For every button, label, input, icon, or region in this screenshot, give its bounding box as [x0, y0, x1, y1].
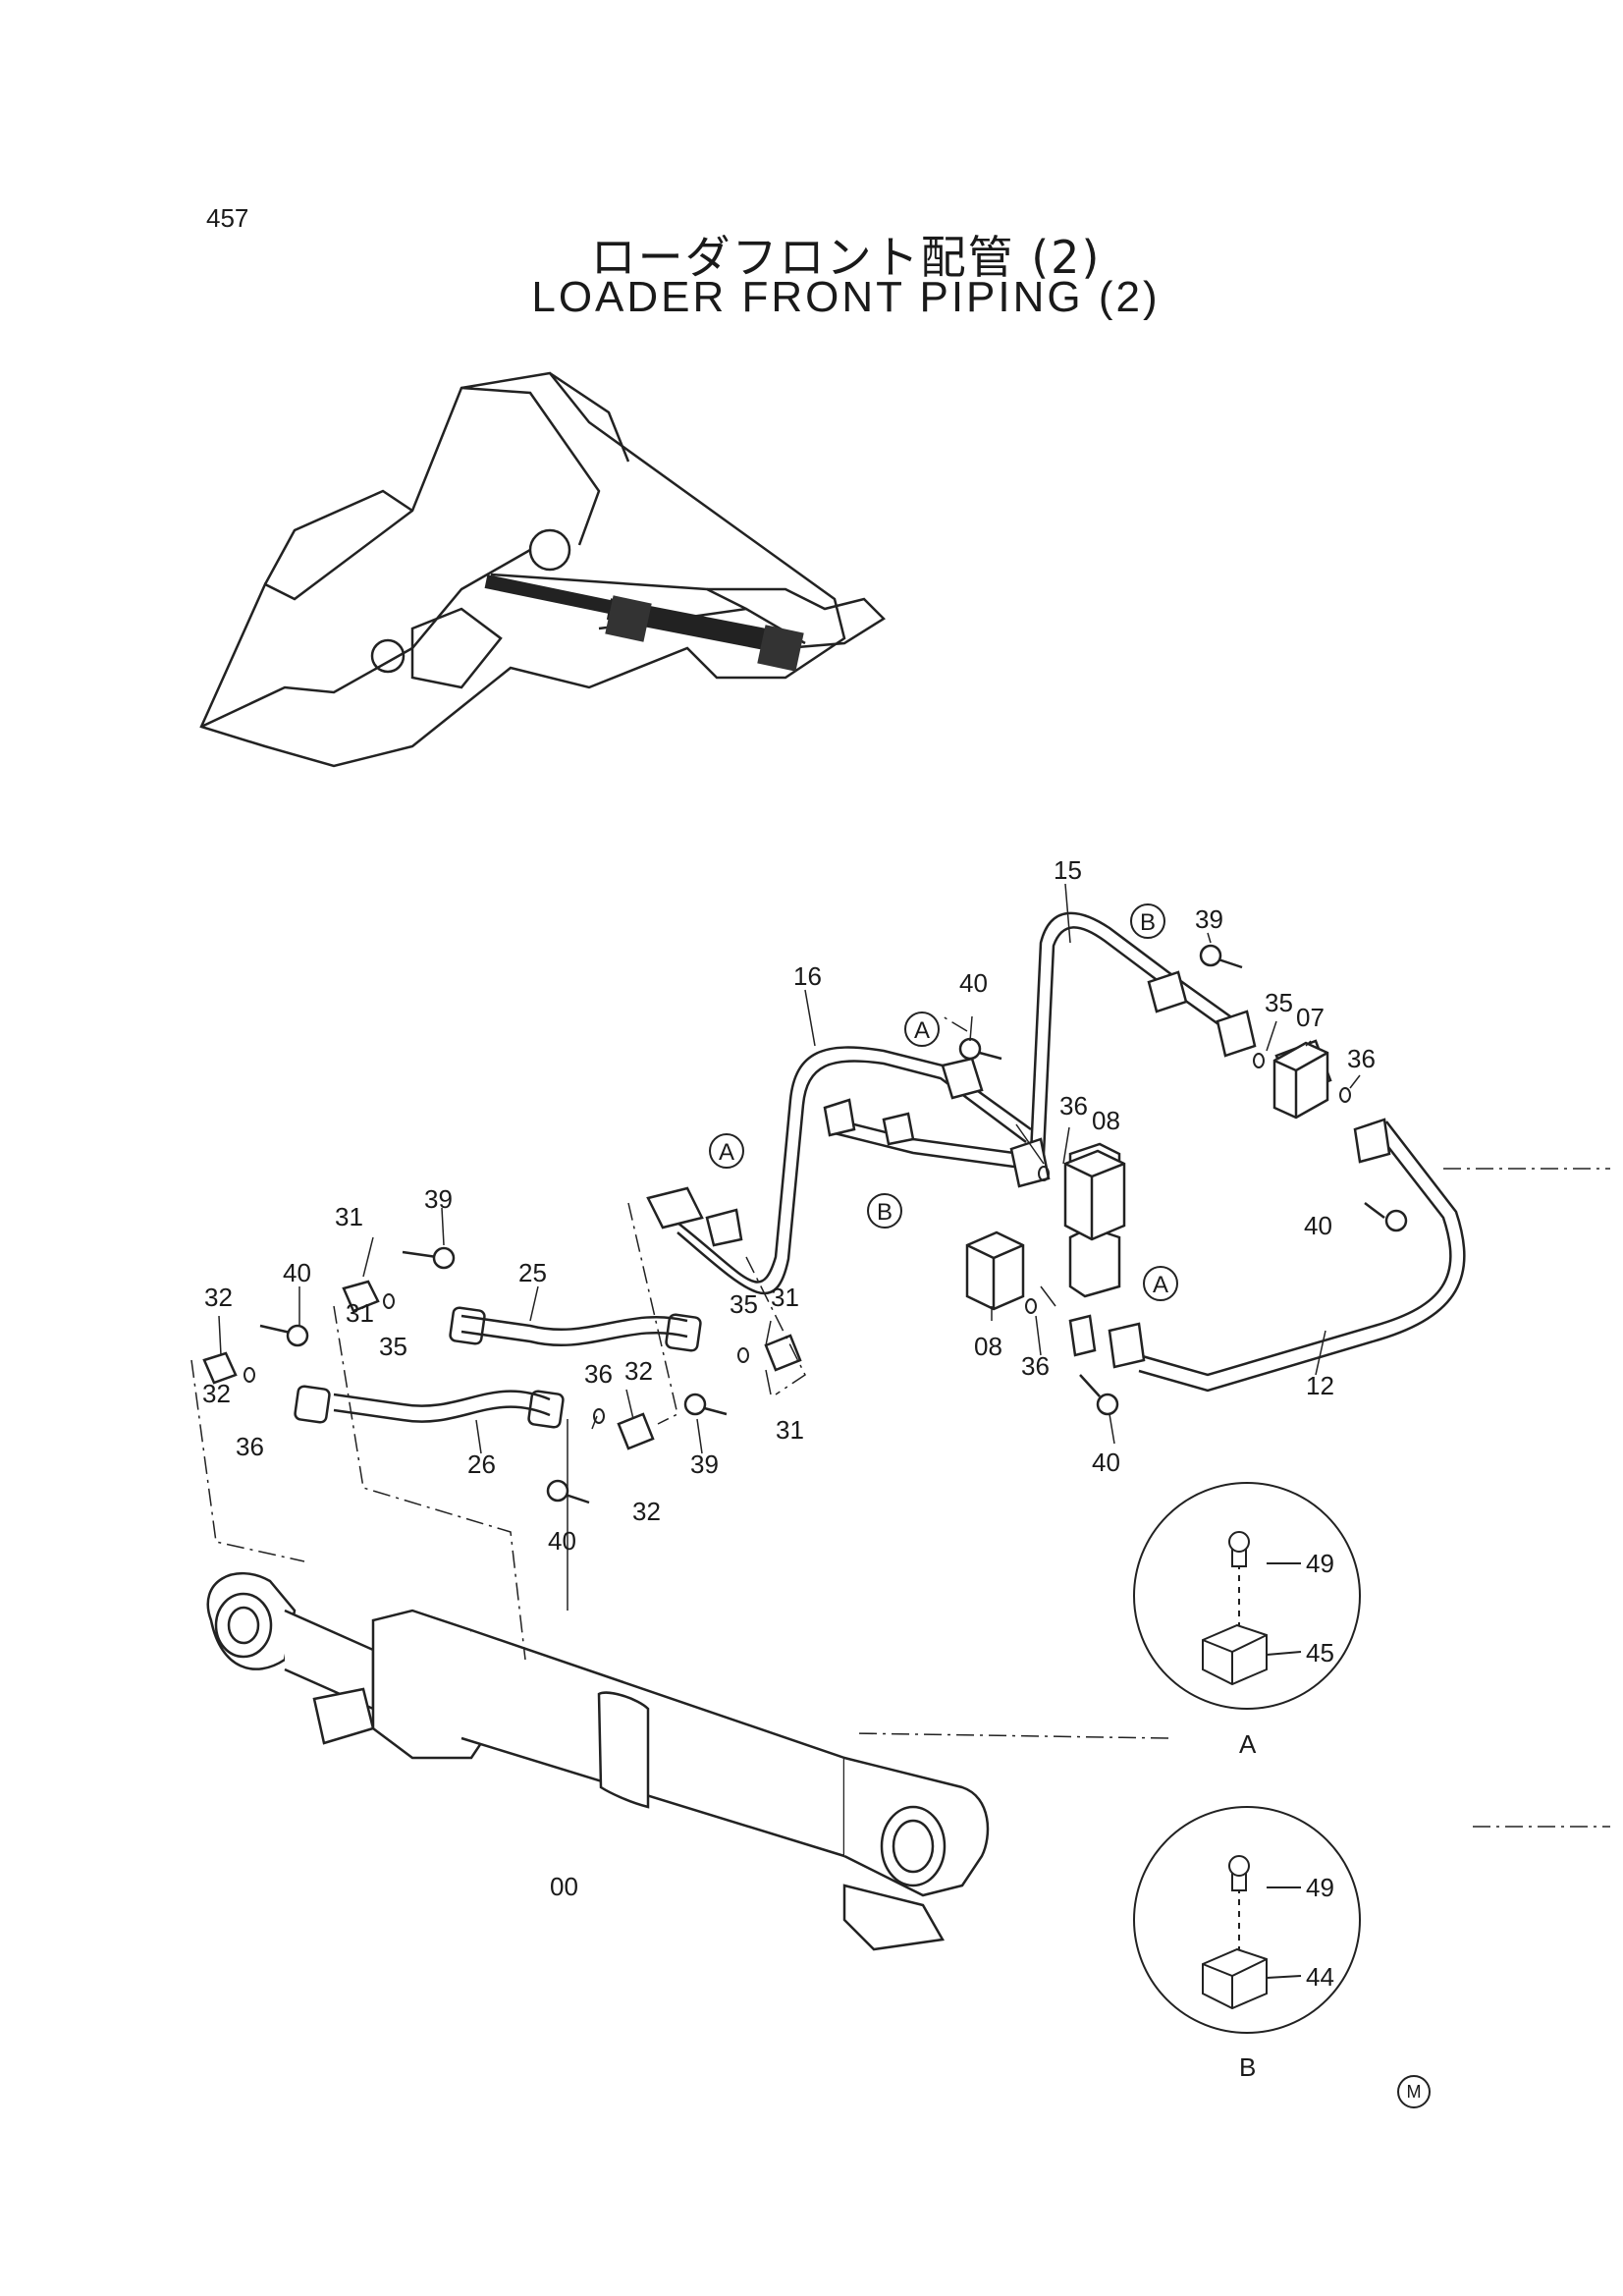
detail-circle-b [1133, 1806, 1361, 2034]
pipe-15 [1029, 911, 1238, 1155]
detail-b-bolt-number: 49 [1306, 1873, 1334, 1902]
callout-39-a: 39 [424, 1184, 453, 1214]
callout-31-b: 31 [346, 1298, 374, 1328]
callout-08-lower: 08 [974, 1332, 1002, 1361]
callout-36-c: 36 [1059, 1091, 1088, 1121]
o-rings [243, 1053, 1351, 1424]
callout-35-b: 35 [730, 1289, 758, 1319]
split-flanges [202, 1280, 802, 1450]
pipe-25 [449, 1306, 702, 1352]
clamp-ref-a-2: A [719, 1139, 734, 1166]
callout-leaders [218, 883, 1361, 1611]
callout-31-d: 31 [776, 1415, 804, 1445]
callout-26: 26 [467, 1449, 496, 1479]
callout-40-b: 40 [548, 1526, 576, 1556]
callout-12: 12 [1306, 1371, 1334, 1400]
clamp-ref-circles [709, 903, 1178, 1301]
loader-front-overview [199, 371, 886, 768]
clamp-ref-a-3: A [1153, 1272, 1168, 1298]
callout-07: 07 [1296, 1003, 1325, 1032]
callout-15: 15 [1054, 855, 1082, 885]
block-07 [1272, 1041, 1329, 1120]
clamp-ref-a-1: A [914, 1017, 930, 1044]
page-number: 457 [206, 203, 249, 233]
title-english: LOADER FRONT PIPING (2) [531, 273, 1161, 321]
callout-16: 16 [793, 961, 822, 991]
callout-40-c: 40 [959, 968, 988, 998]
callout-36-b: 36 [584, 1359, 613, 1389]
assembly-leader-lines [190, 1015, 1610, 1828]
callout-40-d: 40 [1304, 1211, 1332, 1240]
detail-a-label: A [1239, 1729, 1257, 1759]
overview-boom-cylinder [484, 574, 804, 672]
title-japanese: ローダフロント配管 (2) [590, 231, 1102, 284]
callout-39-c: 39 [1195, 904, 1223, 934]
callout-32-a: 32 [204, 1283, 233, 1312]
callout-40-e: 40 [1092, 1448, 1120, 1477]
callout-40-a: 40 [283, 1258, 311, 1287]
block-08-lower [965, 1230, 1025, 1311]
callout-35-a: 35 [379, 1332, 407, 1361]
callout-36-a: 36 [236, 1432, 264, 1461]
detail-a-clamp-number: 45 [1306, 1638, 1334, 1667]
detail-a-bolt-number: 49 [1306, 1549, 1334, 1578]
callout-32-c: 32 [624, 1356, 653, 1386]
boom-cylinder [206, 1571, 990, 1951]
pipe-16 [676, 1046, 1032, 1295]
callout-32-b: 32 [202, 1379, 231, 1408]
callout-08-upper: 08 [1092, 1106, 1120, 1135]
callout-36-d: 36 [1347, 1044, 1376, 1073]
clamp-ref-b-1: B [1140, 909, 1156, 936]
clamp-ref-b-2: B [877, 1199, 893, 1226]
callout-36-e: 36 [1021, 1351, 1050, 1381]
callout-32-d: 32 [632, 1497, 661, 1526]
callout-31-c: 31 [771, 1283, 799, 1312]
detail-circle-a [1133, 1482, 1361, 1710]
callout-35-c: 35 [1265, 988, 1293, 1017]
corner-mark: M [1397, 2075, 1431, 2108]
pipe-12 [1138, 1121, 1466, 1393]
detail-b-label: B [1239, 2052, 1256, 2082]
callout-25: 25 [518, 1258, 547, 1287]
pipe-link [834, 1118, 1022, 1170]
callout-00: 00 [550, 1872, 578, 1901]
flange-blocks [646, 970, 1391, 1369]
callout-31-a: 31 [335, 1202, 363, 1231]
bolts [259, 944, 1408, 1504]
callout-39-b: 39 [690, 1449, 719, 1479]
block-08-upper [1063, 1149, 1126, 1241]
pipe-26 [294, 1385, 565, 1429]
detail-b-clamp-number: 44 [1306, 1962, 1334, 1992]
